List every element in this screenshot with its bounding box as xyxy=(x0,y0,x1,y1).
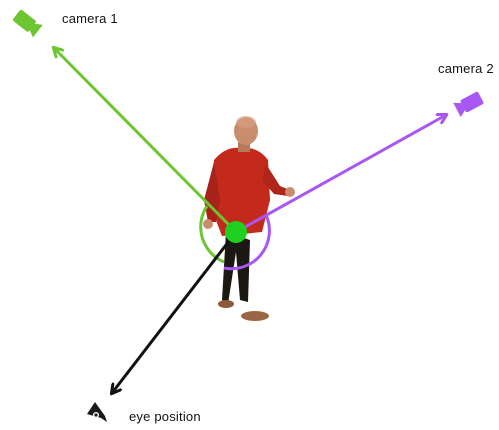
camera2-angle-arc xyxy=(223,214,271,271)
eye-icon xyxy=(87,402,107,422)
eye-ray xyxy=(112,231,238,393)
camera-icon xyxy=(13,9,43,38)
center-point xyxy=(225,221,247,243)
person-figure xyxy=(203,116,295,321)
camera2-label: camera 2 xyxy=(438,61,494,76)
eye-position-label: eye position xyxy=(129,409,201,424)
camera1-ray xyxy=(54,48,238,234)
camera2-ray xyxy=(235,115,446,234)
camera-icon xyxy=(453,91,484,118)
camera1-label: camera 1 xyxy=(62,11,118,26)
